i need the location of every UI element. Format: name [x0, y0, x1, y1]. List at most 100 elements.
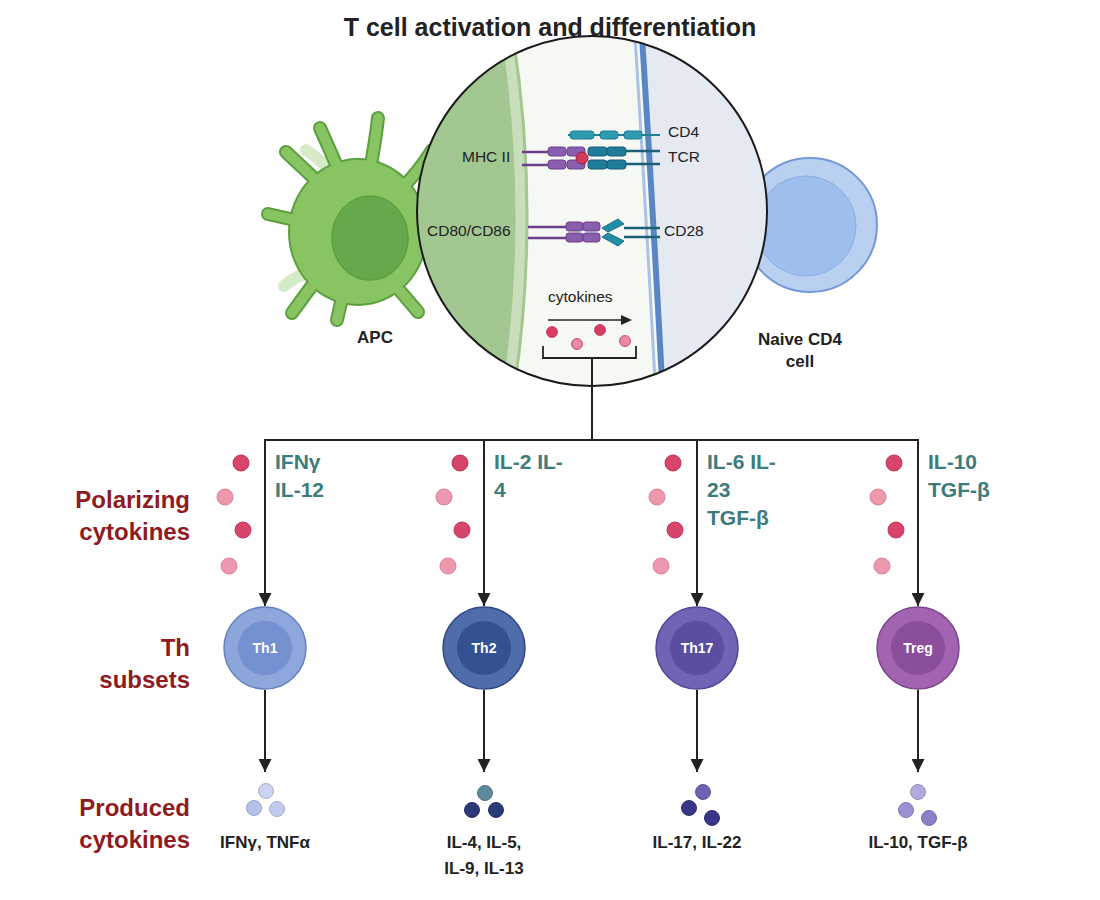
arrow-connector — [264, 690, 266, 772]
cell-nucleus — [332, 196, 408, 280]
synapse-detail — [400, 20, 790, 400]
cell-outline — [268, 118, 432, 320]
cell-body — [443, 607, 525, 689]
tcr-stalk — [626, 151, 660, 164]
polarizing-cytokine-label: IL-6 IL-23 TGF-β — [707, 448, 777, 532]
cytokine-dot — [911, 785, 926, 800]
th-subset-cell: Th2 — [442, 606, 526, 690]
cytokine-dot — [235, 522, 251, 538]
cell-fill — [268, 118, 432, 320]
row-heading: Produced cytokines — [62, 792, 190, 856]
cell-body — [224, 607, 306, 689]
subset-name: Th17 — [655, 638, 739, 658]
arrow-connector — [592, 387, 697, 606]
produced-cytokines: IFNγ, TNFα — [200, 772, 330, 830]
cd80-stalk — [528, 227, 566, 238]
cytokine-dot — [572, 339, 583, 350]
cd80-domain — [583, 233, 600, 242]
polarizing-cytokine-label: IFNγ IL-12 — [275, 448, 345, 504]
cell-body — [656, 607, 738, 689]
cytokine-dot — [922, 811, 937, 826]
cytokine-arrow-line — [548, 319, 624, 321]
cytokine-dot — [547, 327, 558, 338]
node-shape — [416, 35, 768, 387]
synapse-zoom-circle: MHC IICD4TCRCD80/CD86CD28cytokines — [416, 35, 768, 387]
tcr-domain — [588, 160, 607, 169]
node-shape-group — [247, 784, 285, 817]
cd4-domain — [624, 131, 642, 139]
cytokine-dot — [682, 801, 697, 816]
mhc-domain — [548, 160, 566, 169]
cell-body — [290, 160, 426, 304]
cd80-domain — [566, 222, 583, 231]
cd28-domain — [602, 219, 624, 246]
arrow-connector — [917, 690, 919, 772]
molecule-label: CD4 — [668, 123, 699, 141]
node-shape-group — [682, 785, 720, 826]
molecule-label: CD80/CD86 — [427, 222, 511, 240]
tcr-domain — [588, 147, 607, 156]
dendrite — [286, 152, 318, 182]
subset-name: Th2 — [442, 638, 526, 658]
subset-name: Th1 — [223, 638, 307, 658]
th-subset-cell: Treg — [876, 606, 960, 690]
arrow-connector — [696, 690, 698, 772]
row-heading: Polarizing cytokines — [62, 484, 190, 548]
produced-cytokines: IL-10, TGF-β — [853, 772, 983, 830]
cytokine-dot — [478, 786, 493, 801]
molecule-label: TCR — [668, 148, 700, 166]
cytokine-dot — [454, 522, 470, 538]
produced-cytokines: IL-17, IL-22 — [632, 772, 762, 830]
cytokine-dot — [886, 455, 902, 471]
node-shape — [632, 772, 762, 830]
cytokine-dot — [221, 558, 237, 574]
zoom-circle-outline — [417, 36, 767, 386]
node-shape-group — [465, 786, 504, 818]
cytokine-dot — [667, 522, 683, 538]
cell-body — [743, 158, 877, 292]
node-shape-group — [656, 607, 738, 689]
cell-nucleus — [756, 176, 856, 276]
node-shape-group — [877, 607, 959, 689]
produced-cytokine-list: IL-10, TGF-β — [853, 830, 983, 856]
cytokine-dot — [217, 489, 233, 505]
cytokine-dot — [465, 803, 480, 818]
cytokine-dot — [233, 455, 249, 471]
produced-cytokine-list: IL-17, IL-22 — [632, 830, 762, 856]
tcr-domain — [607, 147, 626, 156]
cytokine-dot — [259, 784, 274, 799]
row-heading: Th subsets — [82, 632, 190, 696]
cytokine-dot — [665, 455, 681, 471]
cytokine-dot — [247, 801, 262, 816]
polarizing-cytokine-label: IL-10 TGF-β — [928, 448, 998, 504]
cytokine-dot — [649, 489, 665, 505]
cd80-domain — [566, 233, 583, 242]
node-shape-group — [899, 785, 937, 826]
cytokine-dot — [489, 803, 504, 818]
node-shape — [434, 772, 534, 830]
arrow-connector — [484, 387, 592, 606]
tcr-domain — [607, 160, 626, 169]
molecule-label: MHC II — [462, 148, 510, 166]
cell-label: APC — [335, 327, 415, 349]
cell-label: Naive CD4 cell — [752, 329, 848, 373]
cytokine-dot — [440, 558, 456, 574]
cell-body — [877, 607, 959, 689]
cytokine-dot — [595, 325, 606, 336]
cytokine-dot — [888, 522, 904, 538]
cd4-domain — [570, 131, 594, 139]
molecule-label: CD28 — [664, 222, 704, 240]
node-shape — [853, 772, 983, 830]
apc-membrane-band — [504, 20, 521, 400]
cytokine-dot — [270, 802, 285, 817]
node-shape-group — [400, 20, 790, 400]
produced-cytokine-list: IL-4, IL-5, IL-9, IL-13 — [434, 830, 534, 882]
node-shape — [200, 772, 330, 830]
t-cell-membrane — [641, 20, 663, 400]
cd28-stalk — [624, 228, 660, 237]
bracket-stem — [591, 358, 593, 400]
apc-membrane-region — [400, 20, 529, 400]
arrow-connector — [592, 387, 918, 606]
cd80-domain — [583, 222, 600, 231]
node-shape-group — [224, 607, 306, 689]
